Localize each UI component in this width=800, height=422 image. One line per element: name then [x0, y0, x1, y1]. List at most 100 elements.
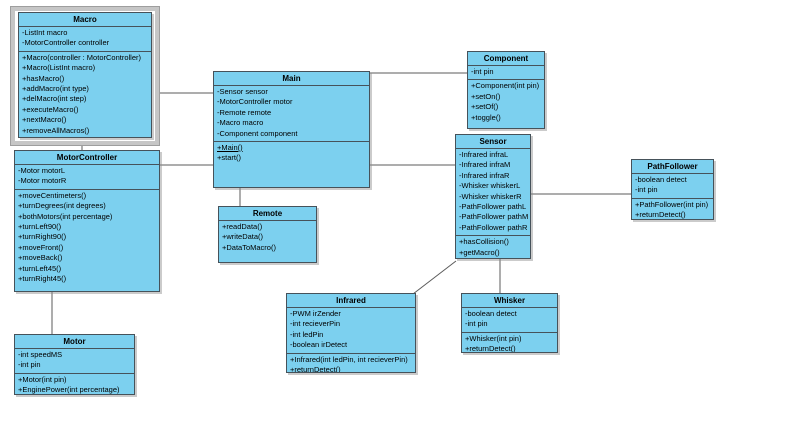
class-member: -Remote remote [217, 107, 272, 117]
class-attributes-macro: -ListInt macro-MotorController controlle… [19, 27, 151, 52]
class-member: +bothMotors(int percentage) [18, 211, 113, 221]
class-member: +moveCentimeters() [18, 190, 87, 200]
class-member: +writeData() [222, 232, 264, 242]
class-member: -ListInt macro [22, 28, 68, 37]
class-box-infrared[interactable]: Infrared -PWM irZender-int recieverPin-i… [286, 293, 416, 373]
class-member: +moveBack() [18, 253, 63, 263]
class-member: -Infrared infraL [459, 150, 509, 159]
class-member: +turnDegrees(int degrees) [18, 201, 106, 211]
class-member: +hasMacro() [22, 73, 65, 83]
class-methods-sensor: +hasCollision()+getMacro() [456, 236, 530, 258]
class-title-sensor: Sensor [456, 135, 530, 149]
class-member: +nextMacro() [22, 115, 67, 125]
class-member: +returnDetect() [635, 210, 686, 220]
class-member: -boolean detect [635, 175, 687, 184]
class-member: -PathFollower pathR [459, 222, 528, 232]
class-attributes-motor: -int speedMS-int pin [15, 349, 134, 374]
class-member: -Sensor sensor [217, 87, 268, 96]
class-box-sensor[interactable]: Sensor -Infrared infraL-Infrared infraM-… [455, 134, 531, 259]
class-box-whisker[interactable]: Whisker -boolean detect-int pin +Whisker… [461, 293, 558, 353]
class-member: +returnDetect() [465, 344, 516, 353]
class-member: -boolean irDetect [290, 340, 348, 350]
class-member: +EnginePower(int percentage) [18, 385, 120, 395]
class-member: -int pin [18, 360, 41, 370]
class-title-whisker: Whisker [462, 294, 557, 308]
class-box-motorcontroller[interactable]: MotorController -Motor motorL-Motor moto… [14, 150, 160, 292]
class-member: -Motor motorL [18, 166, 66, 175]
class-attributes-infrared: -PWM irZender-int recieverPin-int ledPin… [287, 308, 415, 354]
class-attributes-component: -int pin [468, 66, 544, 81]
class-box-motor[interactable]: Motor -int speedMS-int pin +Motor(int pi… [14, 334, 135, 395]
class-methods-main: +Main()+start() [214, 142, 369, 187]
class-member: -Infrared infraR [459, 170, 510, 180]
class-member: -Component component [217, 128, 298, 138]
class-methods-macro: +Macro(controller : MotorController)+Mac… [19, 52, 151, 137]
class-title-main: Main [214, 72, 369, 86]
class-member: +Main() [217, 143, 243, 153]
class-member: +turnLeft90() [18, 222, 62, 232]
class-member: +removeAllMacros() [22, 125, 90, 135]
class-member: -int speedMS [18, 350, 63, 359]
class-member: -Whisker whiskerR [459, 191, 522, 201]
class-member: +Infrared(int ledPin, int recieverPin) [290, 354, 408, 364]
class-member: -int pin [471, 67, 494, 76]
class-member: +DataToMacro() [222, 242, 276, 252]
class-attributes-motorcontroller: -Motor motorL-Motor motorR [15, 165, 159, 190]
class-title-component: Component [468, 52, 544, 66]
class-attributes-sensor: -Infrared infraL-Infrared infraM-Infrare… [456, 149, 530, 237]
class-member: -PathFollower pathL [459, 202, 527, 212]
class-member: -PWM irZender [290, 309, 341, 318]
class-member: +addMacro(int type) [22, 84, 89, 94]
class-member: +turnRight45() [18, 274, 67, 284]
class-title-remote: Remote [219, 207, 316, 221]
class-title-motorcontroller: MotorController [15, 151, 159, 165]
class-member: +turnLeft45() [18, 263, 62, 273]
class-methods-component: +Component(int pin)+setOn()+setOf()+togg… [468, 80, 544, 128]
class-member: -int ledPin [290, 329, 324, 339]
class-member: -MotorController motor [217, 97, 293, 107]
connector-sensor-infrared[interactable] [412, 260, 457, 295]
class-member: +turnRight90() [18, 232, 67, 242]
class-member: +Motor(int pin) [18, 374, 67, 384]
class-attributes-whisker: -boolean detect-int pin [462, 308, 557, 333]
class-member: -Whisker whiskerL [459, 181, 521, 191]
class-member: +Macro(ListInt macro) [22, 63, 96, 73]
class-member: -Macro macro [217, 118, 264, 128]
class-member: +Macro(controller : MotorController) [22, 52, 141, 62]
class-member: +setOn() [471, 91, 501, 101]
class-box-macro[interactable]: Macro -ListInt macro-MotorController con… [18, 12, 152, 138]
class-member: -Motor motorR [18, 176, 67, 186]
class-member: +hasCollision() [459, 237, 509, 247]
class-box-main[interactable]: Main -Sensor sensor-MotorController moto… [213, 71, 370, 188]
class-member: -boolean detect [465, 309, 517, 318]
class-box-component[interactable]: Component -int pin +Component(int pin)+s… [467, 51, 545, 129]
class-title-pathfollower: PathFollower [632, 160, 713, 174]
class-member: +PathFollower(int pin) [635, 199, 709, 209]
class-member: +readData() [222, 222, 263, 231]
class-title-macro: Macro [19, 13, 151, 27]
class-attributes-main: -Sensor sensor-MotorController motor-Rem… [214, 86, 369, 143]
class-member: +Component(int pin) [471, 81, 540, 91]
class-member: -Infrared infraM [459, 160, 511, 170]
class-member: +setOf() [471, 102, 499, 112]
class-member: +returnDetect() [290, 365, 341, 373]
class-box-pathfollower[interactable]: PathFollower -boolean detect-int pin +Pa… [631, 159, 714, 220]
class-methods-motorcontroller: +moveCentimeters()+turnDegrees(int degre… [15, 190, 159, 291]
class-member: +Whisker(int pin) [465, 333, 522, 343]
class-member: -MotorController controller [22, 38, 110, 48]
class-title-infrared: Infrared [287, 294, 415, 308]
class-member: +delMacro(int step) [22, 94, 87, 104]
class-member: +executeMacro() [22, 104, 79, 114]
class-box-remote[interactable]: Remote +readData()+writeData()+DataToMac… [218, 206, 317, 263]
class-methods-motor: +Motor(int pin)+EnginePower(int percenta… [15, 374, 134, 395]
class-member: -PathFollower pathM [459, 212, 529, 222]
class-member: +getMacro() [459, 247, 500, 257]
class-methods-whisker: +Whisker(int pin)+returnDetect() [462, 333, 557, 353]
class-member: -int pin [635, 185, 658, 195]
class-member: +toggle() [471, 112, 501, 122]
class-member: -int recieverPin [290, 319, 341, 329]
class-member: -int pin [465, 319, 488, 329]
class-title-motor: Motor [15, 335, 134, 349]
